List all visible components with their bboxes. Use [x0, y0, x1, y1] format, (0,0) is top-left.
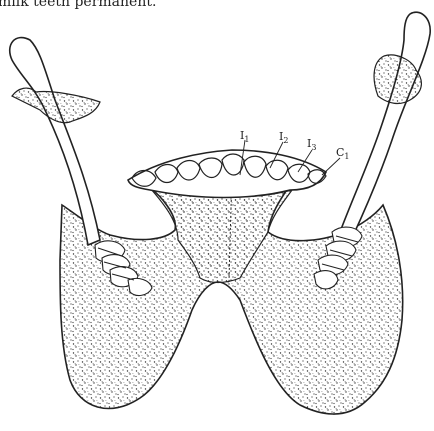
left-coronoid — [12, 88, 100, 123]
label-i2: I2 — [279, 130, 288, 145]
label-i3: I3 — [307, 137, 316, 152]
label-i1: I1 — [240, 129, 249, 144]
incisor-arc — [128, 150, 326, 198]
right-ramus — [340, 12, 430, 238]
label-c1: C1 — [336, 146, 350, 161]
left-ramus — [10, 38, 100, 245]
